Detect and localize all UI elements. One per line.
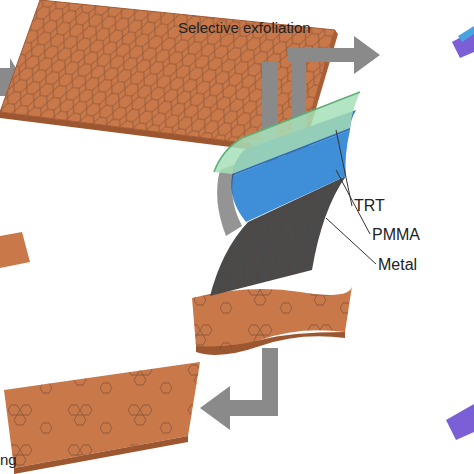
layer-label: TRT: [354, 197, 385, 215]
process-label: ng: [0, 452, 17, 469]
process-label: Selective exfoliation: [178, 20, 311, 37]
target-substrate: [446, 404, 474, 440]
transferred-film: [458, 26, 474, 42]
spacer: [410, 408, 420, 409]
layer-label: Metal: [378, 256, 417, 274]
layer-label: PMMA: [372, 226, 420, 244]
copper-foil: [0, 232, 30, 268]
peeled-stack: [210, 92, 360, 296]
flow-arrow: [200, 348, 278, 430]
copper-foil: [192, 286, 352, 355]
copper-foil: [4, 362, 200, 474]
